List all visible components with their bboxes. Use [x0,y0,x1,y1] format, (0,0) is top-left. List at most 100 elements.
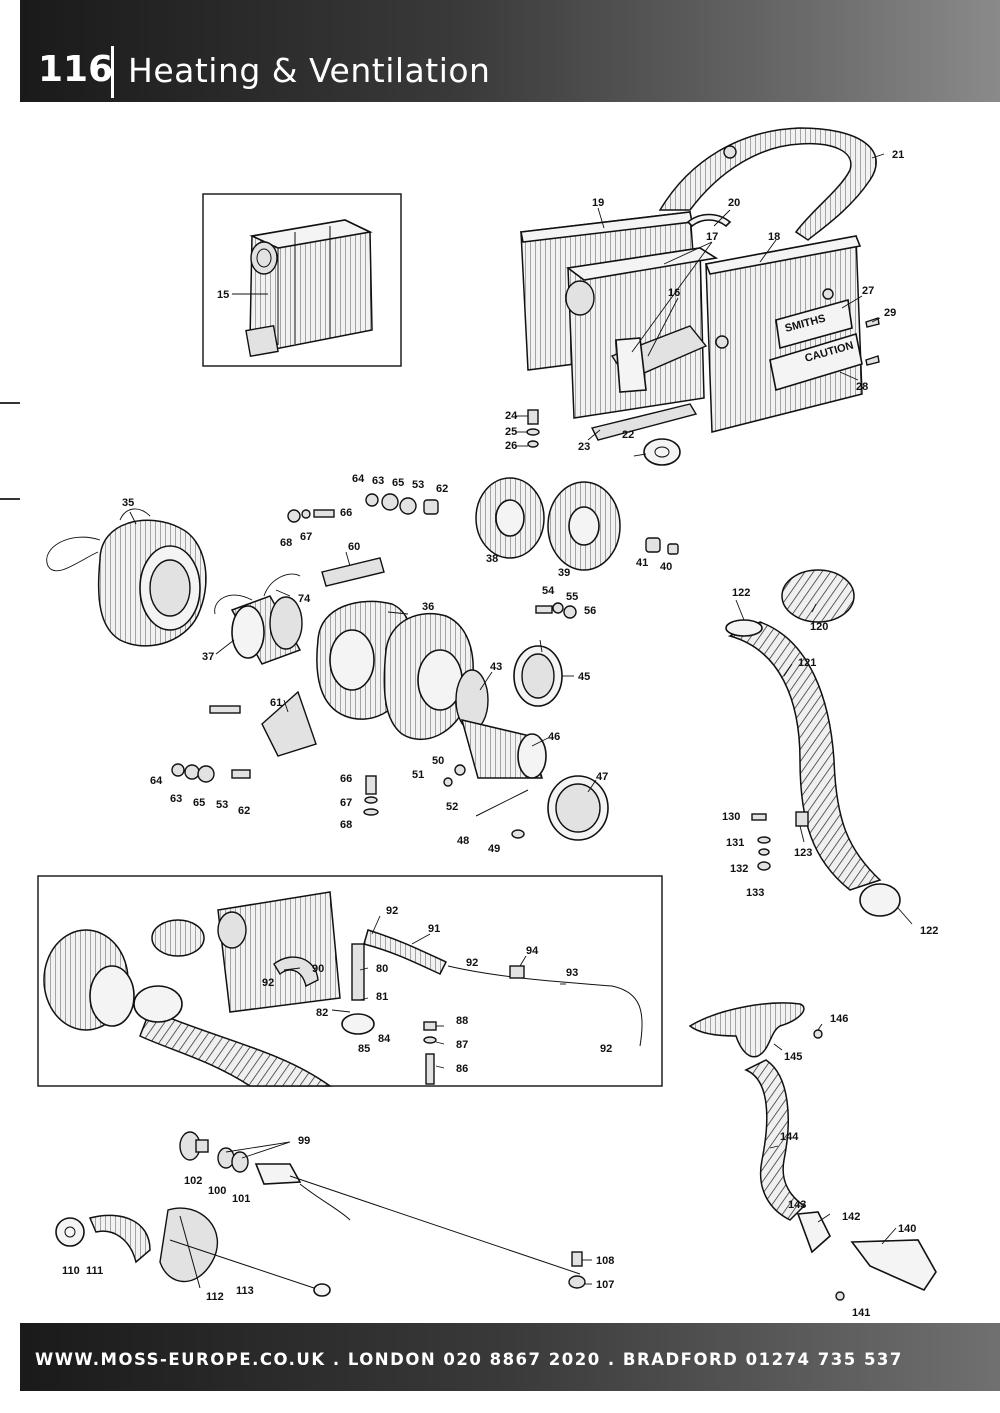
callout-63-bottom: 63 [170,793,182,805]
callout-111: 111 [86,1265,103,1277]
callout-133: 133 [746,887,764,899]
callout-51: 51 [412,769,424,781]
callout-labels: 15 16 17 18 19 20 21 22 23 24 25 26 27 2… [62,149,938,1319]
blower-assembly [46,477,679,841]
callout-45: 45 [578,671,590,683]
callout-63-top: 63 [372,475,384,487]
callout-99: 99 [298,1135,310,1147]
header-divider [111,46,114,98]
callout-67-bottom: 67 [340,797,352,809]
callout-141: 141 [852,1307,870,1319]
heater-assembly: SMITHS CAUTION [520,127,880,466]
callout-123: 123 [794,847,812,859]
callout-66-top: 66 [340,507,352,519]
callout-19: 19 [592,197,604,209]
callout-74: 74 [298,593,311,605]
callout-24: 24 [505,410,518,422]
callout-110: 110 [62,1265,80,1277]
callout-92-b: 92 [262,977,274,989]
margin-mark-top [0,402,20,404]
callout-131: 131 [726,837,744,849]
callout-100: 100 [208,1185,226,1197]
callout-64-bottom: 64 [150,775,163,787]
callout-55: 55 [566,591,578,603]
callout-48: 48 [457,835,469,847]
callout-144: 144 [780,1131,799,1143]
callout-140: 140 [898,1223,916,1235]
callout-27: 27 [862,285,874,297]
callout-130: 130 [722,811,740,823]
callout-61: 61 [270,697,282,709]
callout-62-top: 62 [436,483,448,495]
callout-101: 101 [232,1193,250,1205]
callout-36: 36 [422,601,434,613]
callout-56: 56 [584,605,596,617]
callout-112: 112 [206,1291,224,1303]
callout-47: 47 [596,771,608,783]
callout-39: 39 [558,567,570,579]
callout-92-c: 92 [466,957,478,969]
demister-right [688,1002,937,1301]
callout-53-bottom: 53 [216,799,228,811]
callout-26: 26 [505,440,517,452]
callout-142: 142 [842,1211,860,1223]
footer-bar [20,1323,1000,1391]
inset-system [37,875,663,1087]
callout-107: 107 [596,1279,614,1291]
callout-121: 121 [798,657,816,669]
callout-60: 60 [348,541,360,553]
callout-84: 84 [378,1033,391,1045]
callout-92-d: 92 [600,1043,612,1055]
callout-113: 113 [236,1285,254,1297]
page-title: Heating & Ventilation [128,51,491,90]
callout-38: 38 [486,553,498,565]
callout-23: 23 [578,441,590,453]
callout-85: 85 [358,1043,370,1055]
callout-16: 16 [668,287,680,299]
callout-143: 143 [788,1199,806,1211]
callout-86: 86 [456,1063,468,1075]
callout-43: 43 [490,661,502,673]
callout-68-bottom: 68 [340,819,352,831]
callout-20: 20 [728,197,740,209]
callout-93: 93 [566,967,578,979]
callout-46: 46 [548,731,560,743]
callout-108: 108 [596,1255,614,1267]
callout-15: 15 [217,289,229,301]
callout-80: 80 [376,963,388,975]
callout-68-top: 68 [280,537,292,549]
callout-102: 102 [184,1175,202,1187]
header-bar [20,0,1000,102]
inset-heater-unit [202,193,402,367]
callout-146: 146 [830,1013,848,1025]
callout-64-top: 64 [352,473,365,485]
callout-49: 49 [488,843,500,855]
callout-25: 25 [505,426,517,438]
callout-81: 81 [376,991,388,1003]
controls-bottom [55,1131,586,1297]
callout-35: 35 [122,497,134,509]
callout-90: 90 [312,963,324,975]
callout-65-top: 65 [392,477,404,489]
callout-62-bottom: 62 [238,805,250,817]
callout-120: 120 [810,621,828,633]
callout-87: 87 [456,1039,468,1051]
callout-53-top: 53 [412,479,424,491]
callout-91: 91 [428,923,440,935]
callout-67-top: 67 [300,531,312,543]
callout-88: 88 [456,1015,468,1027]
callout-18: 18 [768,231,780,243]
callout-17: 17 [706,231,718,243]
callout-94: 94 [526,945,539,957]
callout-66-bottom: 66 [340,773,352,785]
callout-22: 22 [622,429,634,441]
callout-52: 52 [446,801,458,813]
callout-122-top: 122 [732,587,750,599]
callout-37: 37 [202,651,214,663]
callout-41: 41 [636,557,648,569]
callout-82: 82 [316,1007,328,1019]
callout-50: 50 [432,755,444,767]
callout-65-bottom: 65 [193,797,205,809]
callout-145: 145 [784,1051,802,1063]
